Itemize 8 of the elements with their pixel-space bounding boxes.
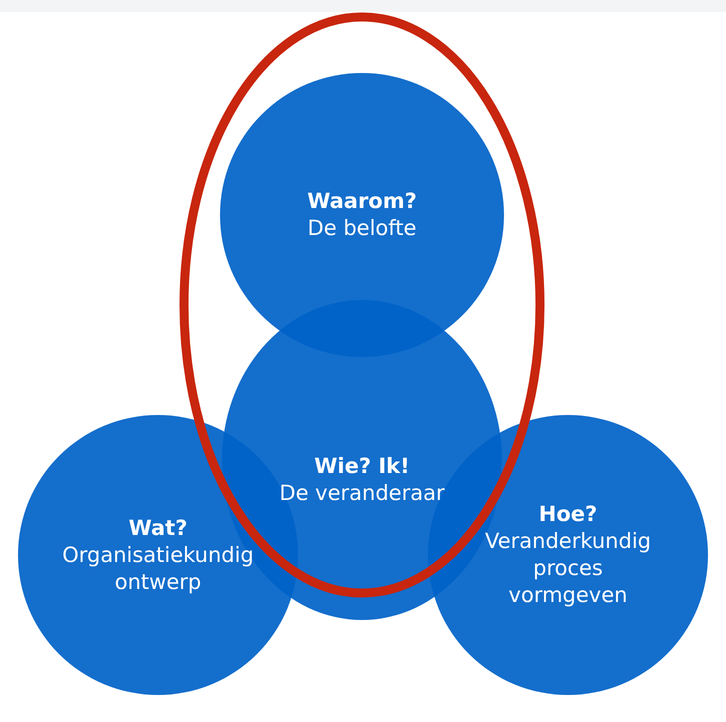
circle-text: Veranderkundig proces vormgeven xyxy=(484,528,652,609)
circle-heading: Waarom? xyxy=(307,188,417,215)
circle-heading: Wie? Ik! xyxy=(314,453,410,480)
circle-text: De veranderaar xyxy=(279,480,445,507)
circle-text: Organisatiekundig ontwerp xyxy=(61,542,255,596)
circle-heading: Hoe? xyxy=(538,501,598,528)
circle-heading: Wat? xyxy=(128,514,188,542)
circle-text: De belofte xyxy=(308,215,416,242)
